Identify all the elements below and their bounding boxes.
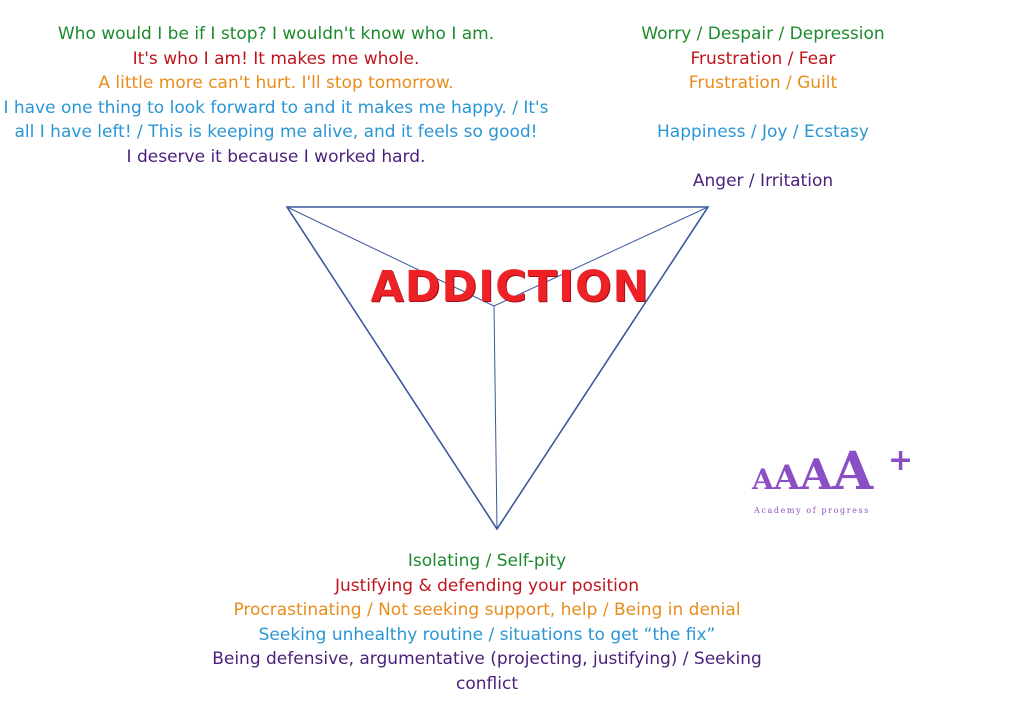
feeling-line: Happiness / Joy / Ecstasy	[657, 122, 869, 142]
thought-line: Who would I be if I stop? I wouldn't kno…	[57, 24, 495, 44]
behavior-line: Justifying & defending your position	[334, 575, 640, 596]
thoughts-list: Who would I be if I stop? I wouldn't kno…	[0, 22, 552, 169]
academy-logo: AAAA + Academy of progress	[748, 446, 924, 522]
logo-plus: +	[888, 443, 914, 478]
thought-line: It's who I am! It makes me whole.	[132, 48, 420, 69]
feelings-list: Worry / Despair / Depression Frustration…	[610, 22, 916, 194]
feeling-line: Anger / Irritation	[692, 171, 834, 191]
logo-letter: A	[832, 441, 874, 502]
feeling-line: Frustration / Fear	[690, 48, 836, 69]
logo-tagline: Academy of progress	[754, 506, 870, 515]
feeling-line: Frustration / Guilt	[688, 73, 838, 93]
thought-line: I have one thing to look forward to and …	[3, 97, 549, 143]
behavior-line: Procrastinating / Not seeking support, h…	[233, 600, 741, 620]
logo-letter: A	[800, 450, 833, 499]
behaviors-list: Isolating / Self-pity Justifying & defen…	[190, 549, 784, 696]
behavior-line: Being defensive, argumentative (projecti…	[212, 649, 762, 694]
spacer	[610, 145, 916, 170]
feeling-line: Worry / Despair / Depression	[641, 24, 885, 44]
diagram-title: ADDICTION	[370, 262, 650, 312]
behavior-line: Seeking unhealthy routine / situations t…	[258, 624, 716, 645]
triangle-spoke-bottom	[493, 305, 498, 530]
logo-letter: A	[773, 458, 801, 498]
logo-letters: AAAA	[752, 446, 873, 498]
thought-line: A little more can't hurt. I'll stop tomo…	[98, 73, 454, 93]
behavior-line: Isolating / Self-pity	[407, 551, 567, 571]
triangle-outline	[285, 206, 710, 531]
logo-letter: A	[752, 463, 774, 496]
thought-line: I deserve it because I worked hard.	[126, 146, 426, 167]
spacer	[610, 96, 916, 121]
